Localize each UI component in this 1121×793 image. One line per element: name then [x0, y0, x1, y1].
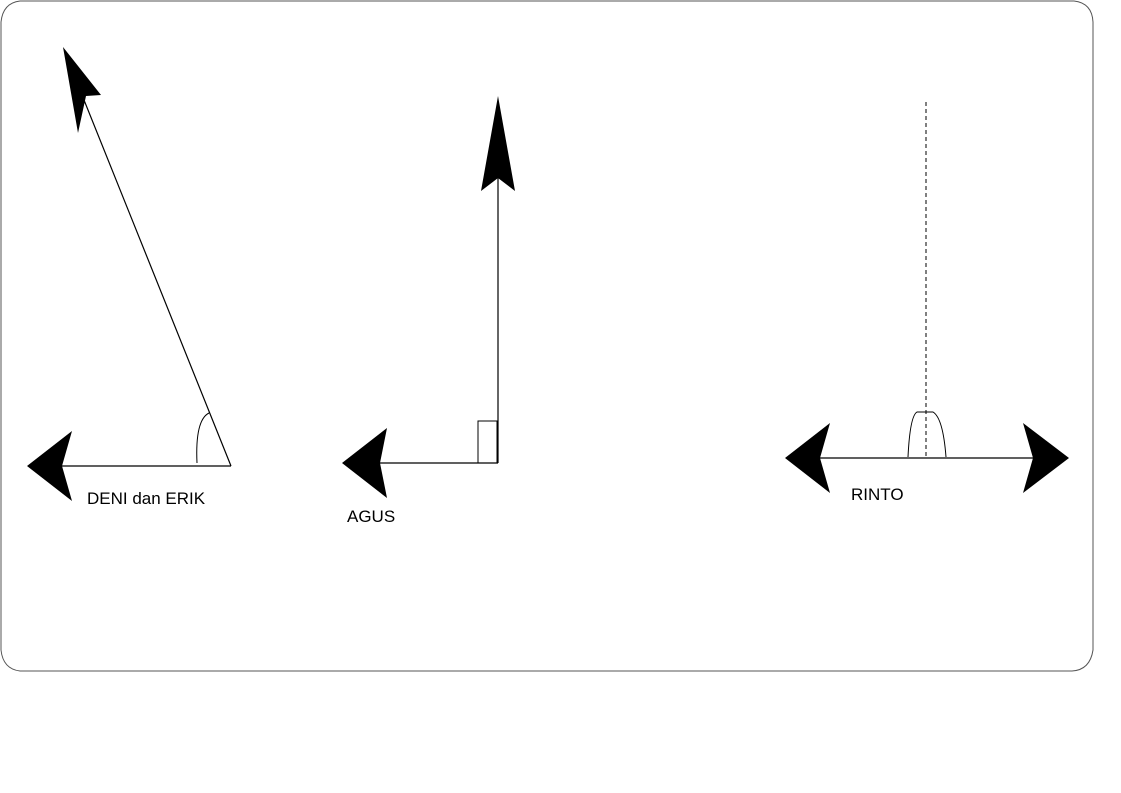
left-arrowhead	[785, 423, 830, 493]
up-left-arrowhead	[63, 47, 101, 133]
figure-rinto: RINTO	[785, 102, 1069, 504]
up-arrowhead	[481, 96, 515, 191]
angle-arc	[196, 412, 210, 464]
left-arrowhead	[27, 431, 72, 501]
label-rinto: RINTO	[851, 485, 904, 504]
figure-deni-erik: DENI dan ERIK	[27, 47, 232, 508]
frame-border	[0, 0, 1094, 672]
label-deni-erik: DENI dan ERIK	[87, 489, 206, 508]
slanted-ray-line	[83, 99, 232, 467]
right-arrowhead	[1023, 423, 1069, 493]
figure-agus: AGUS	[342, 96, 515, 526]
angle-arc	[907, 411, 947, 458]
right-angle-marker	[477, 420, 498, 464]
label-agus: AGUS	[347, 507, 395, 526]
left-arrowhead	[342, 428, 387, 498]
